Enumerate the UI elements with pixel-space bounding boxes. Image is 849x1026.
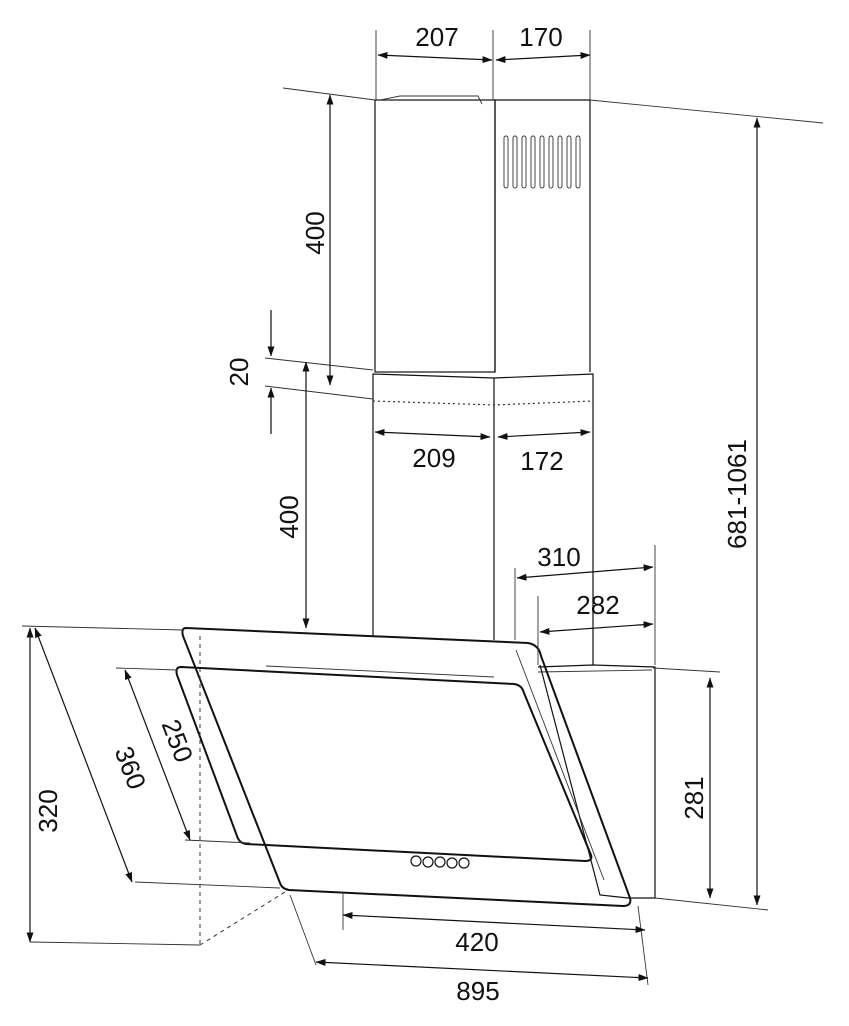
hood-body	[537, 664, 656, 899]
dim-label-895: 895	[456, 976, 499, 1006]
dim-label-281: 281	[679, 776, 709, 819]
dimension-arrows	[26, 51, 761, 982]
control-panel	[410, 855, 470, 869]
chimney-lower	[372, 373, 594, 665]
control-knob-4[interactable]	[446, 857, 458, 869]
dim-label-209: 209	[412, 443, 455, 473]
dim-label-282: 282	[576, 590, 619, 620]
control-knob-1[interactable]	[410, 855, 422, 867]
dim-label-172: 172	[520, 446, 563, 476]
dimension-labels: 207 170 400 20 209 172 400 681-1061 310 …	[33, 22, 752, 1006]
dim-label-360: 360	[109, 742, 153, 793]
dim-label-250: 250	[156, 715, 200, 766]
vent-slots	[503, 135, 581, 189]
glass-panel	[175, 626, 632, 908]
dim-label-681-1061: 681-1061	[722, 439, 752, 549]
control-knob-2[interactable]	[422, 856, 434, 868]
control-knob-5[interactable]	[458, 857, 470, 869]
dim-label-upper-400: 400	[300, 211, 330, 254]
dim-label-320: 320	[33, 789, 63, 832]
chimney-upper	[374, 95, 591, 373]
dim-label-20: 20	[224, 358, 254, 387]
dim-label-207: 207	[415, 22, 458, 52]
dim-label-420: 420	[455, 927, 498, 957]
dim-label-170: 170	[519, 22, 562, 52]
extension-lines	[21, 30, 824, 986]
dim-label-lower-400: 400	[274, 495, 304, 538]
dim-label-310: 310	[537, 542, 580, 572]
control-knob-3[interactable]	[434, 856, 446, 868]
